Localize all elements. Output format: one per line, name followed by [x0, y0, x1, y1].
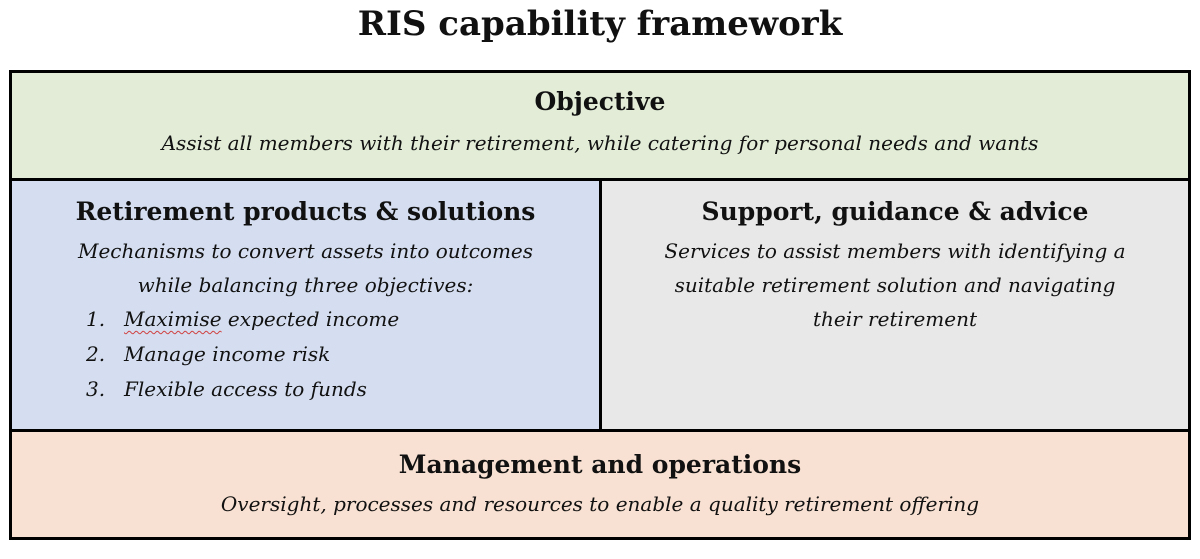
list-item: 2. Manage income risk	[86, 337, 599, 372]
support-description: Services to assist members with identify…	[602, 234, 1188, 336]
management-description: Oversight, processes and resources to en…	[220, 492, 980, 516]
list-item-number: 1.	[86, 307, 106, 331]
list-item-label-spellcheck: Maximise	[124, 307, 222, 331]
list-item-label: Flexible access to funds	[124, 377, 367, 401]
products-box: Retirement products & solutions Mechanis…	[12, 181, 602, 432]
management-box: Management and operations Oversight, pro…	[12, 432, 1188, 537]
support-description-line-3: their retirement	[812, 307, 977, 331]
list-item-label: Manage income risk	[124, 342, 331, 366]
list-item-label: expected income	[221, 307, 400, 331]
framework-frame: Objective Assist all members with their …	[9, 70, 1191, 540]
list-item: 3. Flexible access to funds	[86, 372, 599, 407]
support-box: Support, guidance & advice Services to a…	[602, 181, 1188, 432]
support-description-line-2: suitable retirement solution and navigat…	[674, 273, 1116, 297]
management-heading: Management and operations	[398, 450, 802, 479]
diagram-title: RIS capability framework	[357, 4, 843, 44]
objective-description: Assist all members with their retirement…	[161, 131, 1039, 155]
products-description-line-1: Mechanisms to convert assets into outcom…	[77, 239, 534, 263]
products-heading: Retirement products & solutions	[75, 197, 536, 226]
products-description: Mechanisms to convert assets into outcom…	[12, 234, 599, 302]
products-objectives-list: 1. Maximise expected income 2. Manage inco…	[86, 302, 599, 407]
objective-box: Objective Assist all members with their …	[12, 73, 1188, 181]
products-description-line-2: while balancing three objectives:	[137, 273, 474, 297]
list-item: 1. Maximise expected income	[86, 302, 599, 337]
objective-heading: Objective	[534, 87, 666, 116]
support-description-line-1: Services to assist members with identify…	[664, 239, 1126, 263]
list-item-number: 2.	[86, 342, 106, 366]
list-item-number: 3.	[86, 377, 106, 401]
support-heading: Support, guidance & advice	[701, 197, 1089, 226]
